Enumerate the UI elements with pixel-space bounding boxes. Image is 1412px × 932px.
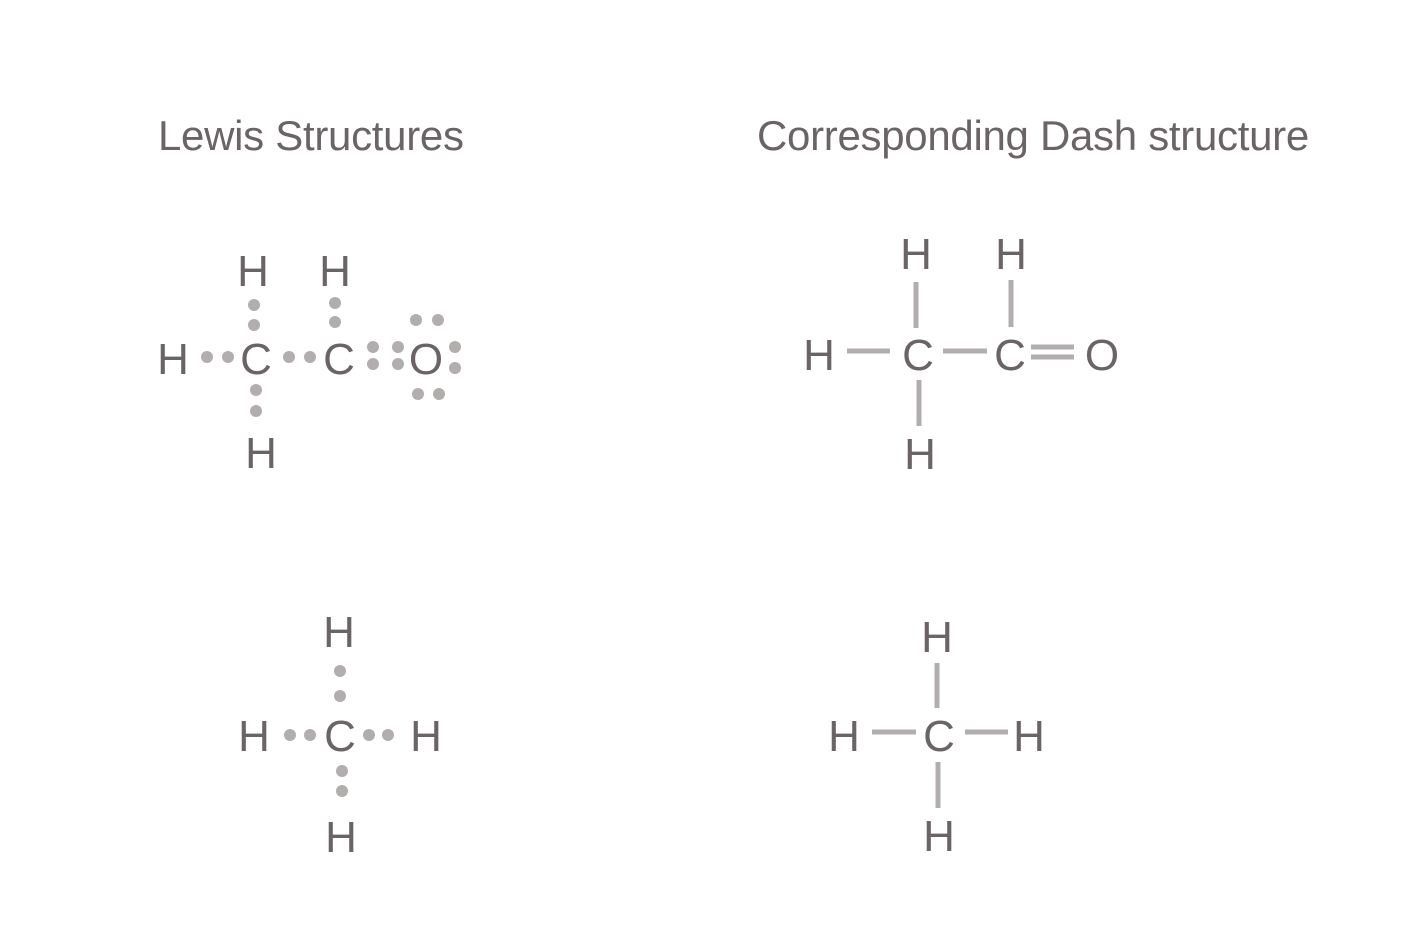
atom-h-top: H bbox=[323, 608, 355, 657]
methane-dash-structure: C H H H H bbox=[828, 613, 1045, 861]
atom-c: C bbox=[324, 712, 356, 761]
atom-c2: C bbox=[323, 335, 355, 384]
electron-pair-c-h-left bbox=[284, 729, 316, 741]
atom-c1: C bbox=[240, 335, 272, 384]
electron-pair-h-c1 bbox=[201, 351, 234, 363]
electron-pair-c1-h-top bbox=[248, 299, 260, 331]
atom-h-c2-top: H bbox=[319, 247, 351, 296]
atom-h-c1-bottom: H bbox=[904, 430, 936, 479]
atom-h-left: H bbox=[238, 712, 270, 761]
atom-h-bottom: H bbox=[325, 813, 357, 862]
dash-structure-heading: Corresponding Dash structure bbox=[757, 112, 1309, 159]
electron-pair-c-h-top bbox=[334, 665, 346, 702]
electron-pair-c2-h-top bbox=[329, 297, 341, 328]
lewis-structures-heading: Lewis Structures bbox=[158, 112, 464, 159]
oxygen-lone-pairs bbox=[410, 314, 461, 400]
atom-h-c1-bottom: H bbox=[245, 429, 277, 478]
bond-c2-o-double bbox=[1031, 344, 1074, 360]
atom-h-c2-top: H bbox=[995, 230, 1027, 279]
atom-h-left: H bbox=[828, 712, 860, 761]
electron-pair-c-h-bottom bbox=[336, 765, 348, 797]
atom-o: O bbox=[1085, 331, 1119, 380]
atom-c1: C bbox=[902, 331, 934, 380]
electron-pairs-c2-o-double-bond bbox=[367, 341, 404, 370]
atom-h-right: H bbox=[410, 712, 442, 761]
atom-h-c1-top: H bbox=[900, 230, 932, 279]
acetaldehyde-dash-structure: H C C O H H H bbox=[803, 230, 1119, 479]
electron-pair-c1-h-bottom bbox=[250, 384, 262, 417]
atom-h-c1-top: H bbox=[237, 247, 269, 296]
atom-o: O bbox=[409, 335, 443, 384]
atom-h-left: H bbox=[803, 331, 835, 380]
methane-lewis-structure: C H H H H bbox=[238, 608, 442, 862]
atom-c2: C bbox=[994, 331, 1026, 380]
atom-h-right: H bbox=[1013, 712, 1045, 761]
electron-pair-c1-c2 bbox=[283, 351, 316, 363]
atom-h-left: H bbox=[157, 335, 189, 384]
electron-pair-c-h-right bbox=[363, 729, 394, 741]
atom-c: C bbox=[923, 712, 955, 761]
atom-h-top: H bbox=[921, 613, 953, 662]
acetaldehyde-lewis-structure: H C C O H H H bbox=[157, 247, 461, 478]
atom-h-bottom: H bbox=[923, 812, 955, 861]
